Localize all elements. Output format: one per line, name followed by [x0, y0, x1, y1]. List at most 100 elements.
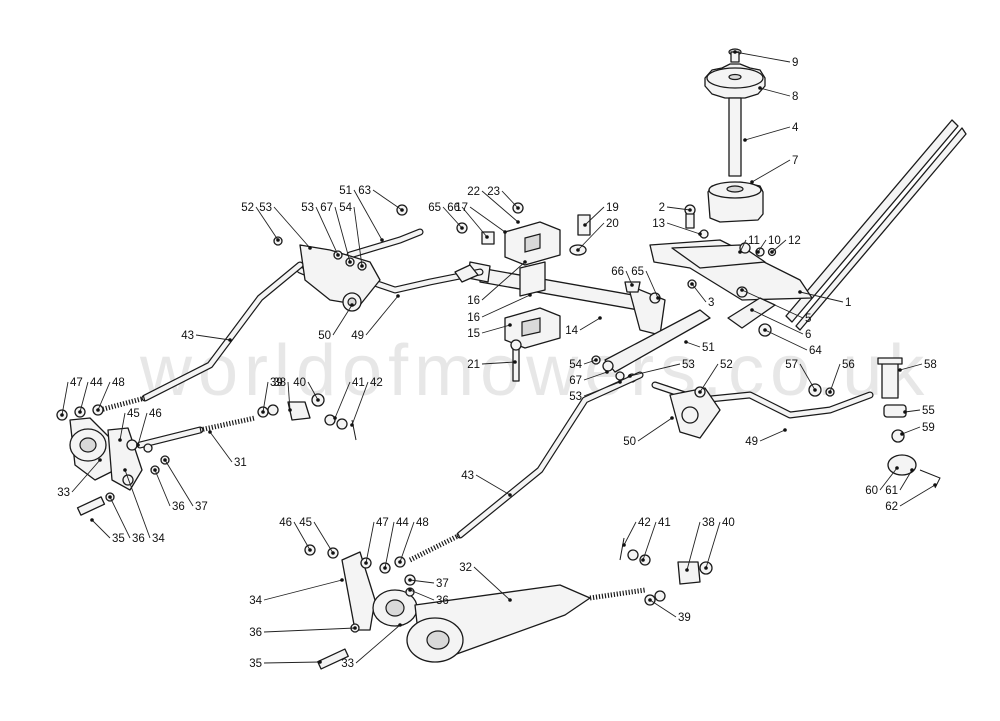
callout-label-c53a: 53 — [259, 202, 272, 214]
callout-label-c8: 8 — [792, 91, 798, 103]
callout-dot-c46a — [136, 443, 140, 447]
callout-label-c52b: 52 — [720, 359, 733, 371]
callout-dot-c23 — [516, 206, 520, 210]
callout-label-c37a: 37 — [195, 501, 208, 513]
callout-leader-c47a — [61, 381, 69, 416]
callout-label-c52a: 52 — [241, 202, 254, 214]
callout-dot-c10 — [756, 250, 760, 254]
callout-label-c45a: 45 — [127, 408, 140, 420]
callout-leader-c42b — [623, 521, 637, 546]
callout-label-c2: 2 — [659, 202, 665, 214]
callout-label-c36a: 36 — [172, 501, 185, 513]
callout-dot-c5 — [740, 288, 744, 292]
callout-label-c15: 15 — [467, 328, 480, 340]
callout-label-c22: 22 — [467, 186, 480, 198]
callout-dot-c43b — [508, 493, 512, 497]
callout-dot-c62 — [933, 483, 937, 487]
callout-dot-c52a — [276, 238, 280, 242]
callout-label-c40b: 40 — [722, 517, 735, 529]
callout-label-c43a: 43 — [181, 330, 194, 342]
callout-dot-c58 — [898, 368, 902, 372]
callout-label-c16b: 16 — [467, 312, 480, 324]
callout-dot-c7 — [750, 180, 754, 184]
callout-leader-c23 — [501, 190, 519, 209]
callout-dot-c49a — [396, 294, 400, 298]
callout-label-c44b: 44 — [396, 517, 409, 529]
callout-leader-c54a — [353, 206, 363, 267]
callout-dot-c12 — [770, 250, 774, 254]
callout-label-c3: 3 — [708, 297, 714, 309]
callout-dot-c3 — [690, 282, 694, 286]
callout-leader-c49a — [365, 295, 399, 336]
callout-leader-c13 — [666, 222, 701, 235]
callout-dot-c50a — [350, 303, 354, 307]
callout-leader-c50b — [637, 417, 673, 442]
callout-leader-c33a — [71, 459, 101, 493]
callout-dot-c11 — [738, 250, 742, 254]
callout-label-c35b: 35 — [249, 658, 262, 670]
callout-leader-c48b — [399, 521, 415, 563]
callout-label-c40a: 40 — [293, 377, 306, 389]
callout-dot-c16a — [523, 260, 527, 264]
callout-dot-c16b — [528, 293, 532, 297]
callout-label-c32: 32 — [459, 562, 472, 574]
callout-dot-c38b — [685, 568, 689, 572]
callout-dot-c57 — [813, 388, 817, 392]
callout-dot-c22 — [516, 220, 520, 224]
callout-dot-c34a — [123, 468, 127, 472]
callout-dot-c35b — [318, 660, 322, 664]
callout-dot-c36d — [353, 626, 357, 630]
callout-dot-c56 — [828, 390, 832, 394]
callout-label-c4: 4 — [792, 122, 799, 134]
callout-dot-c43a — [228, 338, 232, 342]
callout-leader-c22 — [481, 190, 519, 223]
callout-label-c54a: 54 — [339, 202, 352, 214]
callout-label-c67a: 67 — [320, 202, 333, 214]
callout-leader-c40b — [705, 521, 721, 569]
callout-dot-c32 — [508, 598, 512, 602]
lower-right-lever-49 — [651, 357, 941, 489]
callout-dot-c53c — [618, 380, 622, 384]
callout-dot-c67a — [348, 260, 352, 264]
callout-leader-c64 — [764, 329, 808, 351]
callout-label-c36c: 36 — [436, 595, 449, 607]
callout-dot-c47b — [364, 561, 368, 565]
callout-dot-c21 — [513, 360, 517, 364]
callout-dot-c65a — [460, 226, 464, 230]
callout-dot-c6 — [750, 308, 754, 312]
callout-label-c10: 10 — [768, 235, 781, 247]
callout-dot-c35a — [90, 518, 94, 522]
callout-dot-c44b — [383, 566, 387, 570]
callout-dot-c2 — [688, 208, 692, 212]
callout-leader-c67b — [583, 371, 608, 381]
callout-dot-c42a — [350, 423, 354, 427]
callout-dot-c42b — [622, 543, 626, 547]
callout-label-c33b: 33 — [341, 658, 354, 670]
callout-label-c54b: 54 — [569, 359, 582, 371]
callout-leader-c20 — [577, 222, 605, 251]
upper-lever-49 — [273, 204, 484, 312]
callout-dot-c47a — [60, 413, 64, 417]
callout-label-c56: 56 — [842, 359, 855, 371]
callout-dot-c13 — [698, 232, 702, 236]
callout-leader-c2 — [666, 206, 691, 211]
callout-dot-c39b — [648, 598, 652, 602]
callout-leader-c51b — [685, 341, 701, 348]
callout-dot-c40b — [704, 566, 708, 570]
callout-dot-c31 — [208, 430, 212, 434]
callout-label-c53c: 53 — [569, 391, 582, 403]
callout-leader-c12 — [771, 239, 787, 253]
callout-label-c47b: 47 — [376, 517, 389, 529]
callout-label-c19: 19 — [606, 202, 619, 214]
callout-label-c11: 11 — [748, 235, 760, 247]
centre-link-3 — [591, 309, 711, 383]
callout-dot-c53b — [628, 374, 632, 378]
callout-leader-c49b — [759, 429, 786, 442]
callout-leader-c43a — [195, 334, 231, 341]
lower-link-32 — [406, 584, 666, 663]
callout-leader-c7 — [751, 159, 791, 183]
callout-leader-c19 — [584, 206, 605, 226]
callout-dot-c48b — [398, 560, 402, 564]
